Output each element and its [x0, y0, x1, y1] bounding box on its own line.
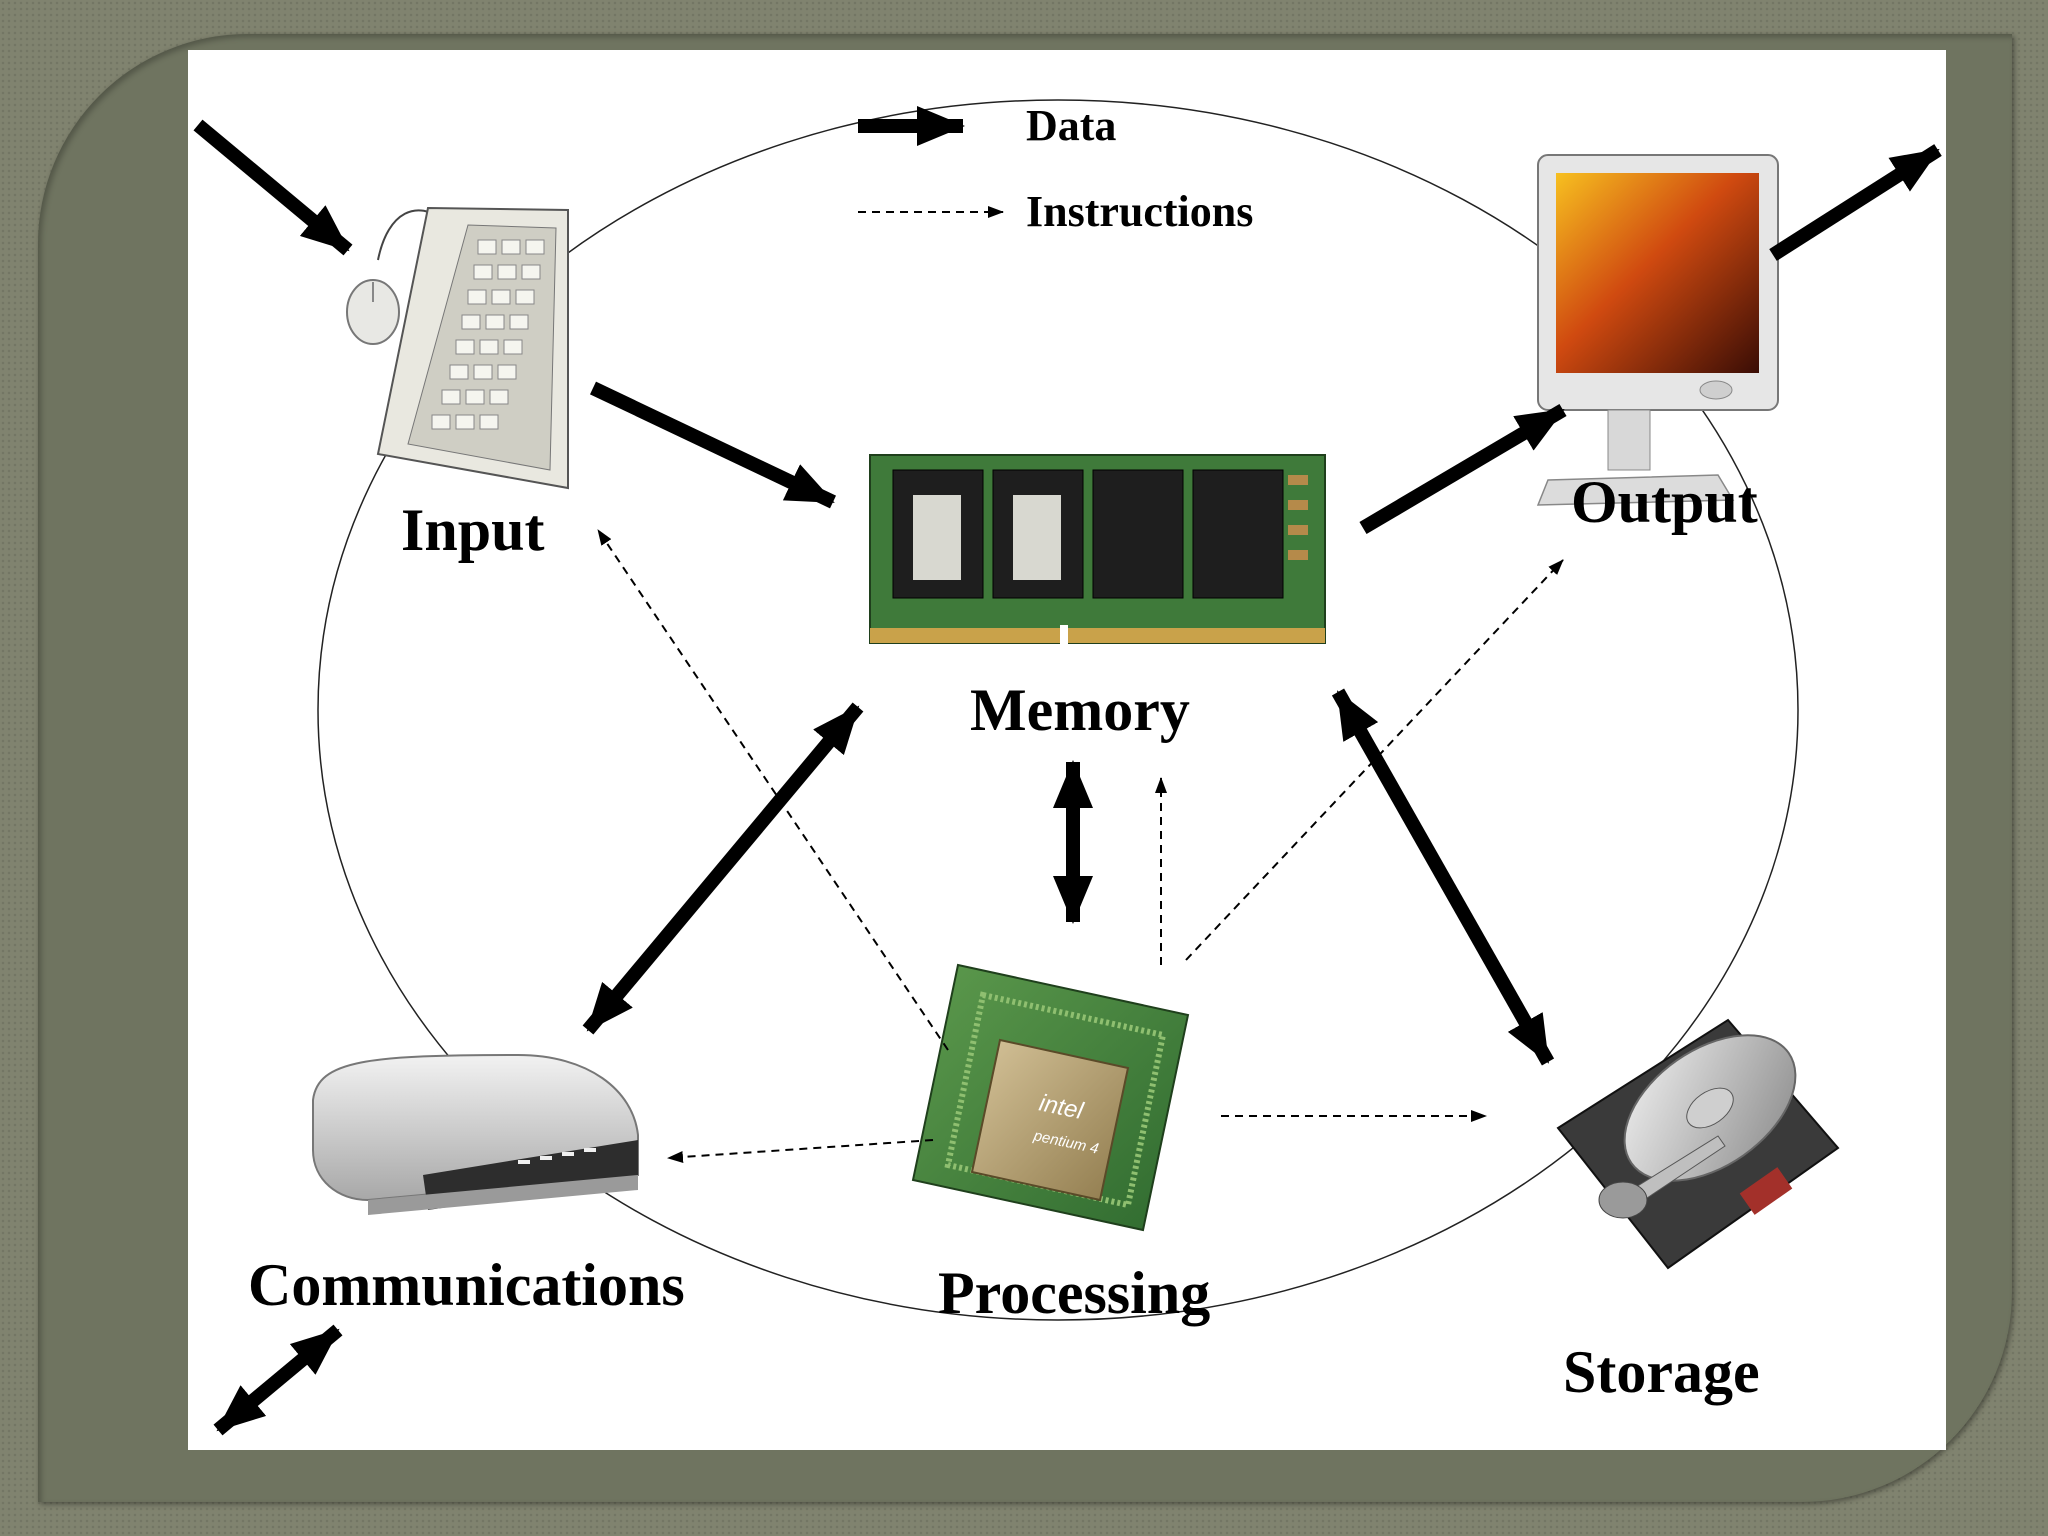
- legend-data-label: Data: [1026, 101, 1116, 150]
- processing-to-output-instruction-arrow: [1185, 559, 1564, 961]
- memory-module-icon: [869, 454, 1326, 645]
- memory-storage-data-arrow: [1331, 688, 1555, 1066]
- memory-to-output-data-arrow: [1359, 403, 1567, 535]
- communications-external-data-arrow: [213, 1324, 343, 1436]
- system-cycle-circle: [317, 99, 1799, 1321]
- memory-label: Memory: [970, 677, 1190, 743]
- processing-label: Processing: [938, 1260, 1210, 1326]
- processing-to-communications-instruction-arrow: [667, 1139, 934, 1163]
- processing-to-input-instruction-arrow: [597, 529, 949, 1051]
- monitor-icon: [1536, 154, 1779, 506]
- communications-label: Communications: [248, 1252, 685, 1318]
- input-to-memory-data-arrow: [589, 381, 837, 509]
- cpu-chip-icon: intel pentium 4: [911, 963, 1190, 1232]
- keyboard-mouse-icon: [346, 206, 569, 490]
- output-to-external-data-arrow: [1769, 144, 1942, 261]
- hard-drive-icon: [1556, 1018, 1840, 1270]
- memory-communications-data-arrow: [582, 702, 864, 1035]
- output-label: Output: [1571, 469, 1758, 535]
- input-label: Input: [401, 497, 544, 563]
- storage-label: Storage: [1563, 1339, 1760, 1405]
- diagram-panel: Data Instructions: [188, 50, 1946, 1450]
- legend: Data Instructions: [858, 101, 1253, 236]
- modem-router-icon: [312, 1053, 639, 1215]
- external-to-input-data-arrow: [193, 119, 353, 256]
- legend-instructions-label: Instructions: [1026, 187, 1253, 236]
- computer-system-diagram: Data Instructions: [193, 99, 1942, 1436]
